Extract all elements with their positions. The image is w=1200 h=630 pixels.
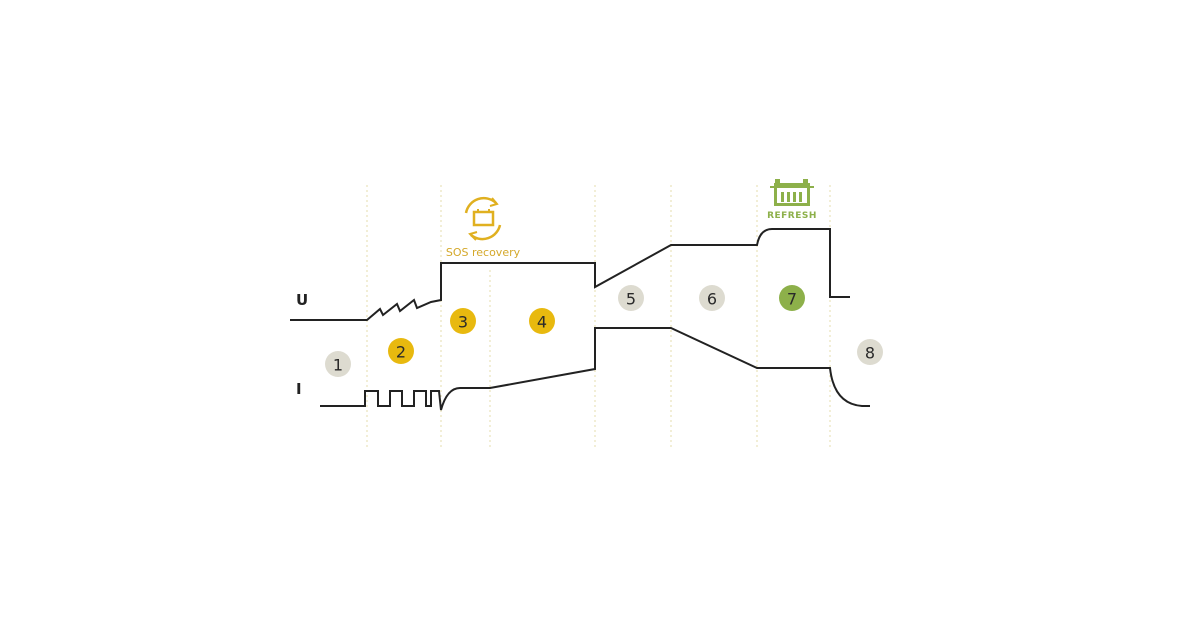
phase-circle <box>529 308 555 334</box>
phase-marker-3: 3 <box>450 308 476 334</box>
phase-marker-6: 6 <box>699 285 725 311</box>
current-axis-label: I <box>296 380 302 398</box>
phase-number: 4 <box>537 313 547 332</box>
phase-circle <box>779 285 805 311</box>
voltage-curve <box>290 228 850 321</box>
phase-number: 3 <box>458 313 468 332</box>
phase-number: 6 <box>707 290 717 309</box>
phase-circle <box>699 285 725 311</box>
phase-circle <box>325 351 351 377</box>
phase-number: 1 <box>333 356 343 375</box>
phase-number: 7 <box>787 290 797 309</box>
sos-recovery-label: SOS recovery <box>446 246 521 259</box>
battery-icon <box>770 179 814 206</box>
phase-circle <box>618 285 644 311</box>
phase-marker-2: 2 <box>388 338 414 364</box>
phase-dividers <box>366 185 831 450</box>
phase-marker-7: 7 <box>779 285 805 311</box>
phase-markers: 1 2 3 4 5 6 7 8 <box>325 285 883 377</box>
phase-marker-4: 4 <box>529 308 555 334</box>
battery-recycle-icon <box>464 196 502 241</box>
phase-marker-8: 8 <box>857 339 883 365</box>
phase-circle <box>450 308 476 334</box>
phase-circle <box>857 339 883 365</box>
phase-circle <box>388 338 414 364</box>
current-curve <box>320 327 870 411</box>
phase-number: 2 <box>396 343 406 362</box>
refresh-label: REFRESH <box>767 211 817 221</box>
phase-marker-5: 5 <box>618 285 644 311</box>
phase-number: 5 <box>626 290 636 309</box>
phase-marker-1: 1 <box>325 351 351 377</box>
phase-number: 8 <box>865 344 875 363</box>
voltage-axis-label: U <box>296 291 308 309</box>
